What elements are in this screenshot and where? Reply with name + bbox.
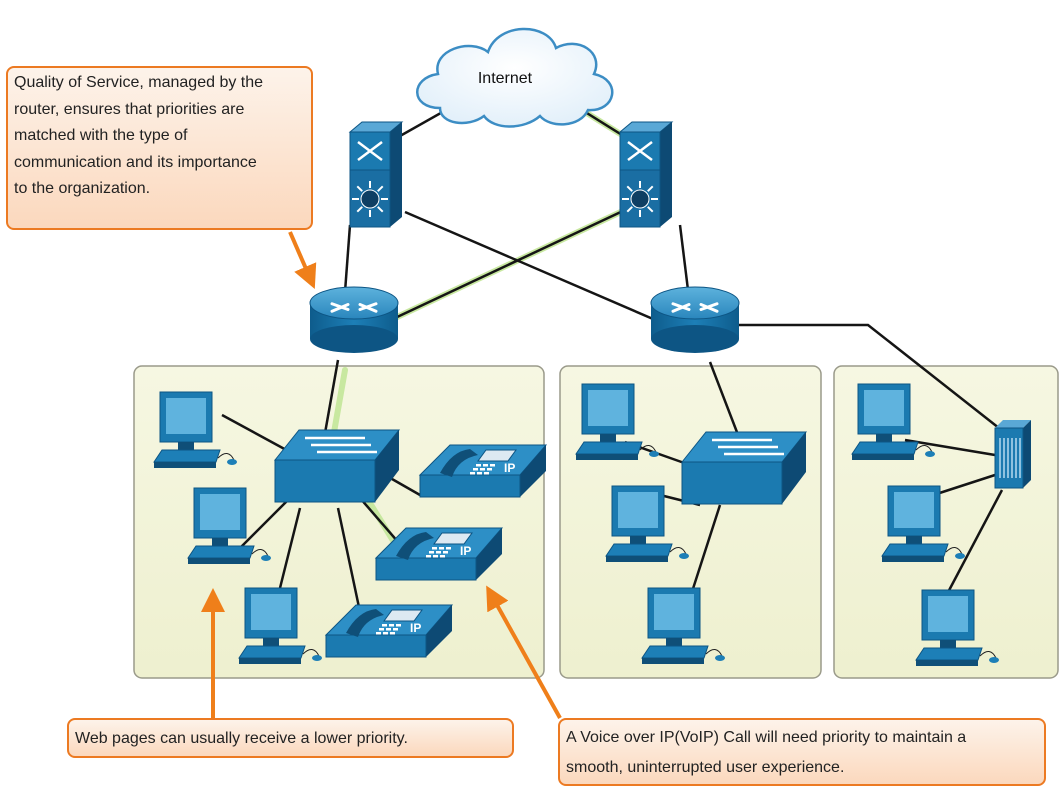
multilayer-switch-right (618, 121, 674, 228)
web-priority-callout: Web pages can usually receive a lower pr… (67, 718, 514, 758)
lan-panel-left (133, 365, 545, 679)
qos-callout-line: Quality of Service, managed by the (14, 74, 264, 91)
ip-phone-badge: IP (460, 544, 471, 558)
computer (641, 587, 725, 664)
multilayer-switch-left (348, 121, 404, 228)
computer (187, 487, 271, 564)
computers (153, 383, 999, 666)
router-right (650, 286, 740, 353)
computer (881, 485, 965, 562)
arrow-to-router (288, 231, 317, 290)
qos-callout-line: to the organization. (14, 180, 151, 197)
internet-label: Internet (477, 70, 533, 87)
computer (153, 391, 237, 468)
internet-cloud (416, 27, 614, 128)
computer (605, 485, 689, 562)
arrow-to-ip-phone (486, 585, 562, 719)
ip-phone: IP (374, 527, 504, 581)
ip-phone-badge: IP (504, 461, 515, 475)
ip-phone: IP (324, 604, 454, 658)
switch-middle-lan (680, 431, 808, 505)
ip-phone-badge: IP (410, 621, 421, 635)
computer (575, 383, 659, 460)
web-priority-text: Web pages can usually receive a lower pr… (75, 730, 408, 747)
qos-callout-line: matched with the type of (14, 127, 188, 144)
computer (851, 383, 935, 460)
voip-callout-line: smooth, uninterrupted user experience. (566, 759, 845, 776)
voip-callout-line: A Voice over IP(VoIP) Call will need pri… (566, 729, 967, 746)
callout-arrows (201, 231, 562, 719)
ip-phones: IP IP IP (324, 444, 548, 658)
router-left-qos (309, 286, 399, 353)
qos-callout-line: communication and its importance (14, 153, 257, 171)
switch-left-lan (273, 429, 401, 503)
links (221, 88, 1005, 613)
voip-priority-callout: A Voice over IP(VoIP) Call will need pri… (558, 718, 1046, 786)
computer (915, 589, 999, 666)
computer (238, 587, 322, 664)
ip-phone: IP (418, 444, 548, 498)
server-right-lan (994, 420, 1031, 489)
qos-callout-line: router, ensures that priorities are (14, 100, 245, 118)
qos-callout: Quality of Service, managed by the route… (6, 66, 313, 230)
